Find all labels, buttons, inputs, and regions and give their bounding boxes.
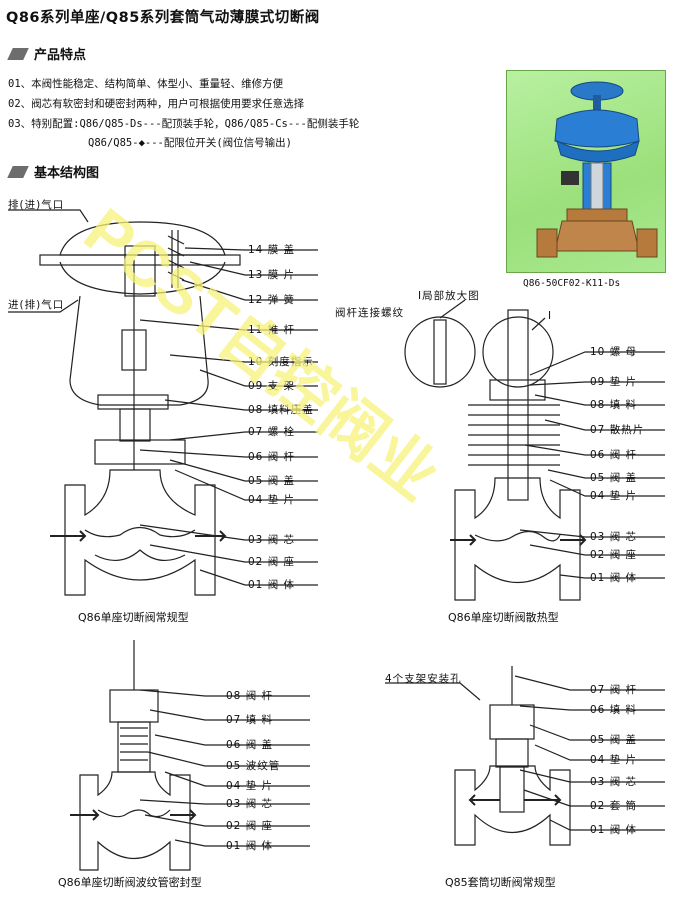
label-detail-mark: I bbox=[548, 310, 553, 322]
diagram4-drawing bbox=[385, 666, 665, 846]
part-label: 03 阀 芯 bbox=[590, 531, 638, 543]
diagram2-drawing bbox=[404, 299, 665, 601]
part-label: 06 阀 杆 bbox=[248, 451, 296, 463]
part-label: 01 阀 体 bbox=[590, 572, 638, 584]
diagram3-drawing bbox=[70, 640, 310, 871]
part-label: 05 波纹管 bbox=[226, 760, 281, 772]
label-stem-thread: 阀杆连接螺纹 bbox=[335, 307, 404, 319]
part-label: 08 填料压盖 bbox=[248, 404, 314, 416]
label-mount-holes: 4个支架安装孔 bbox=[385, 673, 462, 685]
part-label: 12 弹 簧 bbox=[248, 294, 296, 306]
part-label: 02 阀 座 bbox=[248, 556, 296, 568]
part-label: 06 填 料 bbox=[590, 704, 638, 716]
part-label: 06 阀 杆 bbox=[590, 449, 638, 461]
part-label: 04 垫 片 bbox=[590, 754, 638, 766]
feature-item: 03、特别配置:Q86/Q85-Ds---配顶装手轮，Q86/Q85-Cs---… bbox=[8, 118, 360, 130]
part-label: 14 膜 盖 bbox=[248, 244, 296, 256]
part-label: 03 阀 芯 bbox=[248, 534, 296, 546]
feature-item: Q86/Q85-◆---配限位开关(阀位信号输出) bbox=[88, 137, 293, 149]
section-features-title: 产品特点 bbox=[34, 48, 87, 63]
part-label: 07 填 料 bbox=[226, 714, 274, 726]
part-label: 04 垫 片 bbox=[248, 494, 296, 506]
diagram3-caption: Q86单座切断阀波纹管密封型 bbox=[58, 876, 202, 889]
section-structure: 基本结构图 bbox=[7, 162, 100, 181]
diagram2-caption: Q86单座切断阀散热型 bbox=[448, 611, 559, 624]
diagram4-caption: Q85套筒切断阀常规型 bbox=[445, 876, 556, 889]
section-features: 产品特点 bbox=[7, 44, 87, 63]
part-label: 08 阀 杆 bbox=[226, 690, 274, 702]
part-label: 07 螺 栓 bbox=[248, 426, 296, 438]
part-label: 11 推 杆 bbox=[248, 324, 296, 336]
part-label: 07 散热片 bbox=[590, 424, 645, 436]
part-label: 02 阀 座 bbox=[590, 549, 638, 561]
feature-item: 01、本阀性能稳定、结构简单、体型小、重量轻、维修方便 bbox=[8, 78, 284, 90]
product-photo bbox=[506, 70, 666, 273]
part-label: 08 填 料 bbox=[590, 399, 638, 411]
part-label: 09 支 架 bbox=[248, 380, 296, 392]
part-label: 13 膜 片 bbox=[248, 269, 296, 281]
part-label: 01 阀 体 bbox=[590, 824, 638, 836]
part-label: 02 阀 座 bbox=[226, 820, 274, 832]
part-label: 04 垫 片 bbox=[590, 490, 638, 502]
part-label: 01 阀 体 bbox=[248, 579, 296, 591]
valve-photo-illustration bbox=[536, 81, 658, 258]
diagram1-caption: Q86单座切断阀常规型 bbox=[78, 611, 189, 624]
part-label: 05 阀 盖 bbox=[590, 734, 638, 746]
part-label: 04 垫 片 bbox=[226, 780, 274, 792]
part-label: 09 垫 片 bbox=[590, 376, 638, 388]
part-label: 03 阀 芯 bbox=[590, 776, 638, 788]
part-label: 02 套 筒 bbox=[590, 800, 638, 812]
feature-item: 02、阀芯有软密封和硬密封两种，用户可根据使用要求任意选择 bbox=[8, 98, 305, 110]
label-detail-view: I局部放大图 bbox=[418, 290, 480, 302]
part-label: 01 阀 体 bbox=[226, 840, 274, 852]
label-intake-port: 进(排)气口 bbox=[8, 299, 65, 311]
part-label: 06 阀 盖 bbox=[226, 739, 274, 751]
section-structure-title: 基本结构图 bbox=[34, 166, 100, 181]
page-title: Q86系列单座/Q85系列套筒气动薄膜式切断阀 bbox=[6, 10, 320, 26]
part-label: 10 螺 母 bbox=[590, 346, 638, 358]
photo-caption: Q86-50CF02-K11-Ds bbox=[523, 278, 621, 289]
part-label: 07 阀 杆 bbox=[590, 684, 638, 696]
part-label: 03 阀 芯 bbox=[226, 798, 274, 810]
part-label: 05 阀 盖 bbox=[248, 475, 296, 487]
part-label: 05 阀 盖 bbox=[590, 472, 638, 484]
label-exhaust-port: 排(进)气口 bbox=[8, 199, 65, 211]
diagram1-drawing bbox=[8, 209, 318, 596]
part-label: 10 刻度指示 bbox=[248, 356, 314, 368]
